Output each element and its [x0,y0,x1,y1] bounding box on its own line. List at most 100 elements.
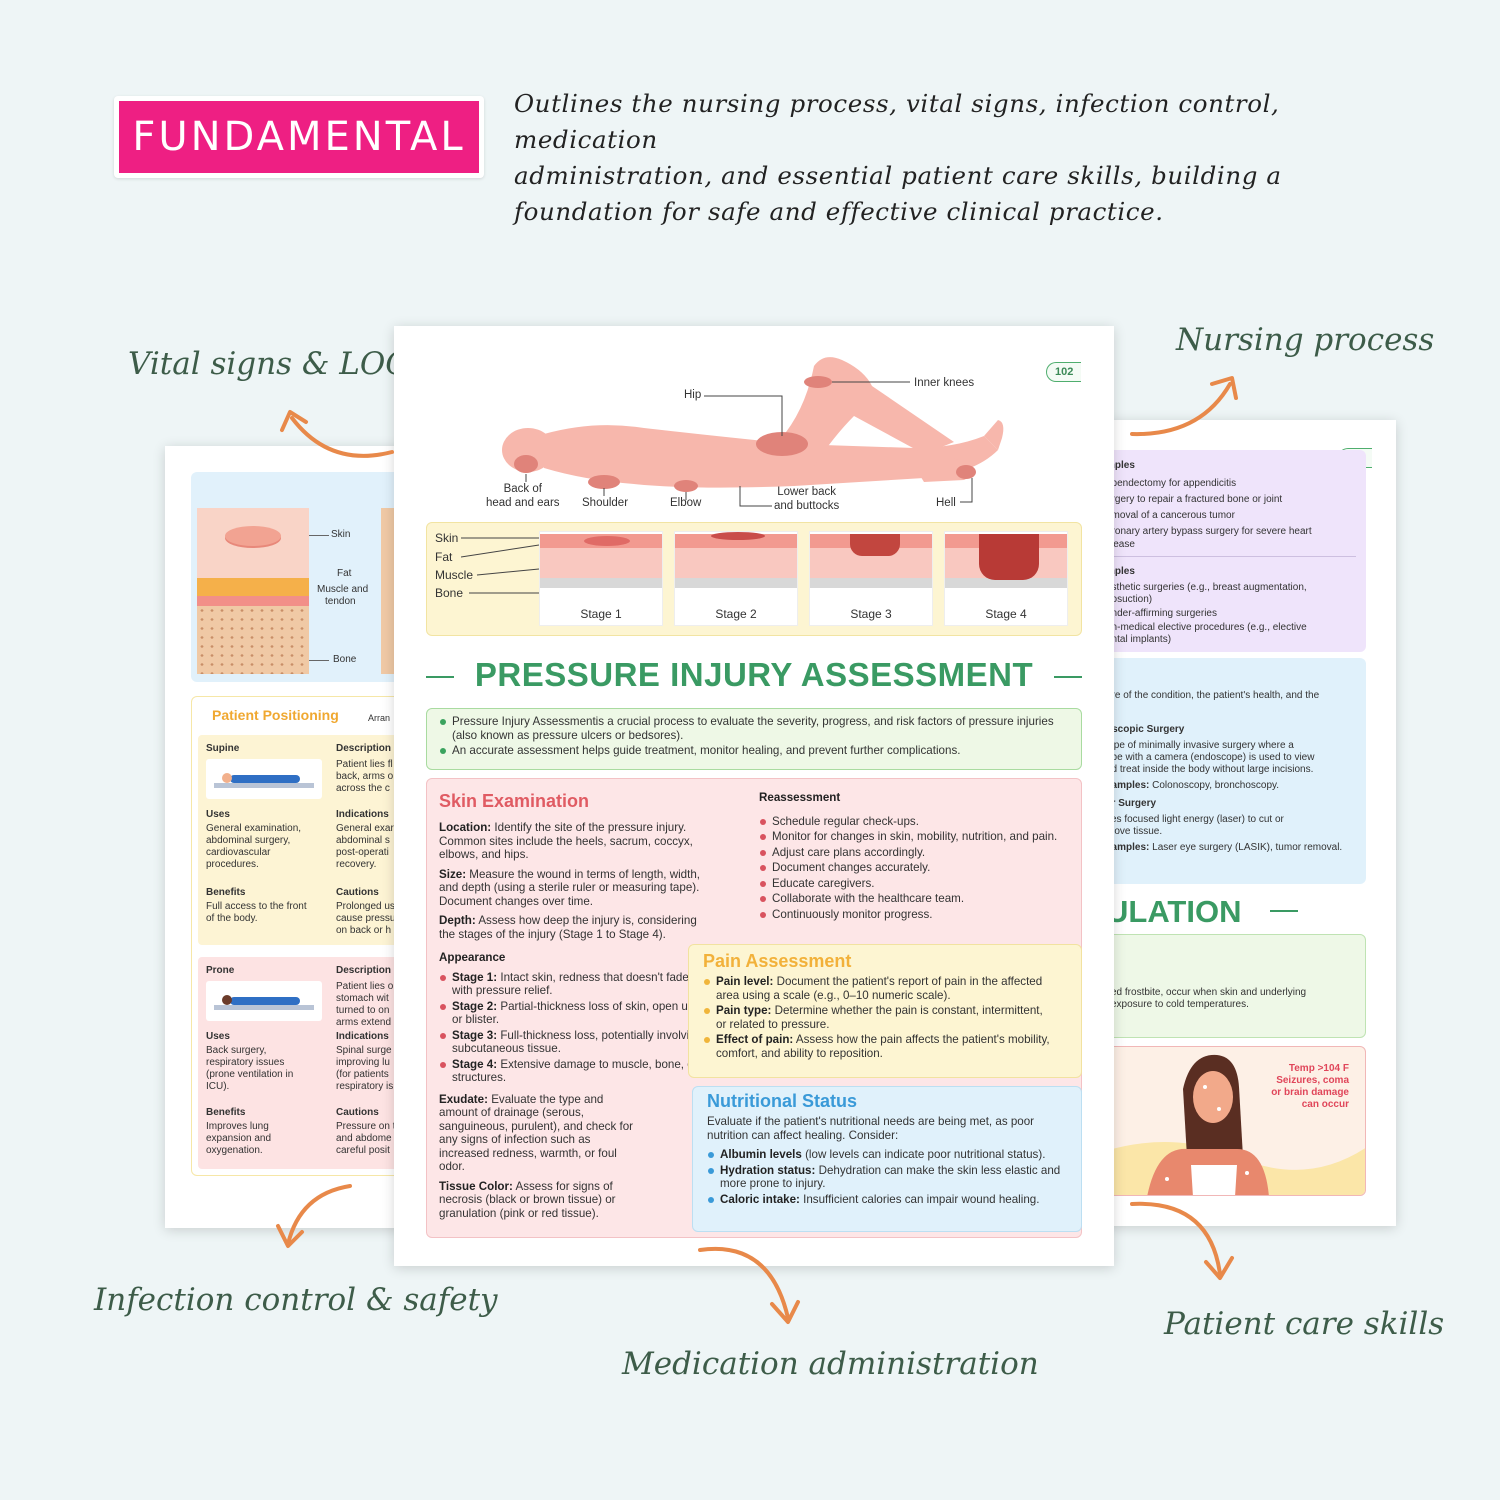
stage-1-box: Stage 1 [539,531,663,626]
right-preview-page: 111 mples ppendectomy for appendicitisur… [1106,420,1396,1226]
positioning-title: Patient Positioning [212,707,339,723]
description-heading: Description [336,965,392,976]
intro-bullet: An accurate assessment helps guide treat… [439,744,1069,758]
intro-text: Outlines the nursing process, vital sign… [514,86,1394,230]
examples-list: esthetic surgeries (e.g., breast augment… [1106,582,1307,645]
callout-vital-signs: Vital signs & LOC [128,346,410,382]
heel-label: Hell [936,497,956,509]
positioning-subtitle: Arran [368,713,391,723]
fat-layer [197,578,309,596]
uses-heading: Uses [206,809,230,820]
callout-infection-control: Infection control & safety [94,1282,498,1318]
stage-label: Stage 3 [850,607,892,621]
elbow-label: Elbow [670,497,702,509]
page-title: PRESSURE INJURY ASSESSMENT [474,656,1034,693]
fundamental-badge: FUNDAMENTAL [114,96,484,178]
position-name: Supine [206,743,240,754]
section-title: ULATION [1106,894,1242,929]
badge-label: FUNDAMENTAL [119,101,479,173]
frostbite-text: ed frostbite, occur when skin and underl… [1111,987,1307,1010]
patient-positioning-panel: Patient Positioning Arran Supine Descrip… [191,696,405,1176]
endoscopic-examples: xamples: Colonoscopy, bronchoscopy. [1106,780,1280,791]
intro-line: Outlines the nursing process, vital sign… [514,89,1280,154]
reassessment-item: Adjust care plans accordingly. [759,846,1059,860]
laser-examples: xamples: Laser eye surgery (LASIK), tumo… [1106,842,1343,853]
supine-figure [206,759,322,799]
pain-assessment-title: Pain Assessment [703,951,852,971]
uses-text: General examination,abdominal surgery,ca… [206,823,302,870]
position-name: Prone [206,965,235,976]
stage-2-box: Stage 2 [674,531,798,626]
hip-label: Hip [684,389,702,401]
uses-heading: Uses [206,1031,230,1042]
heatstroke-illustration-icon [1106,1054,1365,1195]
intro-line: administration, and essential patient ca… [514,161,1282,190]
examples-heading: mples [1106,566,1135,577]
shoulder-label: Shoulder [582,497,629,509]
layer-label: Muscle [435,568,474,582]
nutrition-intro: Evaluate if the patient's nutritional ne… [707,1115,1035,1142]
reassessment-body: Reassessment Schedule regular check-ups.… [759,791,1059,923]
layer-label: Skin [435,531,459,545]
examples-heading: mples [1106,460,1135,471]
bone-layer [197,606,309,674]
pain-assessment-panel: Pain Assessment Pain level: Document the… [688,944,1082,1078]
pressure-stages-panel: Skin Fat Muscle Bone Stage 1 Stage 2 Sta… [426,522,1082,636]
inner-knees-label: Inner knees [914,377,975,389]
callout-nursing-process: Nursing process [1176,322,1435,358]
stage-label: Stage 1 [580,607,622,621]
description-heading: Description [336,743,392,754]
stage-4-box: Stage 4 [944,531,1068,626]
reassessment-item: Monitor for changes in skin, mobility, n… [759,830,1059,844]
frostbite-panel: ed frostbite, occur when skin and underl… [1106,934,1366,1038]
stage-label: Stage 4 [985,607,1027,621]
reassessment-item: Continuously monitor progress. [759,908,1059,922]
page-number: 102 [1046,362,1082,382]
layer-label: tendon [325,596,356,607]
left-preview-page: Skin Fat Muscle and tendon Bone Patient … [165,446,405,1228]
endoscopic-text: type of minimally invasive surgery where… [1106,740,1315,775]
title-divider-left [426,676,454,678]
reassessment-title: Reassessment [759,791,841,804]
layer-label: Fat [337,568,352,579]
layer-label: Skin [331,529,351,540]
indications-heading: Indications [336,809,389,820]
intro-bullet: Pressure Injury Assessmentis a crucial p… [439,715,1069,742]
reassessment-item: Document changes accurately. [759,861,1059,875]
cautions-heading: Cautions [336,887,379,898]
skin-examination-body: Location: Identify the site of the press… [439,821,709,1226]
nutritional-status-title: Nutritional Status [707,1091,858,1111]
layer-label: Bone [435,586,464,600]
surgery-types-panel: ure of the condition, the patient's heal… [1106,658,1366,884]
benefits-heading: Benefits [206,887,246,898]
reassessment-item: Schedule regular check-ups. [759,815,1059,829]
laser-heading: er Surgery [1106,798,1157,809]
callout-patient-care: Patient care skills [1164,1306,1445,1342]
muscle-layer [197,596,309,606]
cautions-heading: Cautions [336,1107,379,1118]
layer-label: Muscle and [317,584,369,595]
reassessment-item: Collaborate with the healthcare team. [759,892,1059,906]
intro-line: foundation for safe and effective clinic… [514,197,1164,226]
stage-3-box: Stage 3 [809,531,933,626]
laser-text: ses focused light energy (laser) to cut … [1106,814,1284,837]
body-figure [502,357,1004,507]
prone-figure [206,981,322,1021]
layer-label: Bone [333,654,357,665]
callout-medication: Medication administration [622,1346,1039,1382]
skin-layers-panel: Skin Fat Muscle and tendon Bone [191,472,405,682]
